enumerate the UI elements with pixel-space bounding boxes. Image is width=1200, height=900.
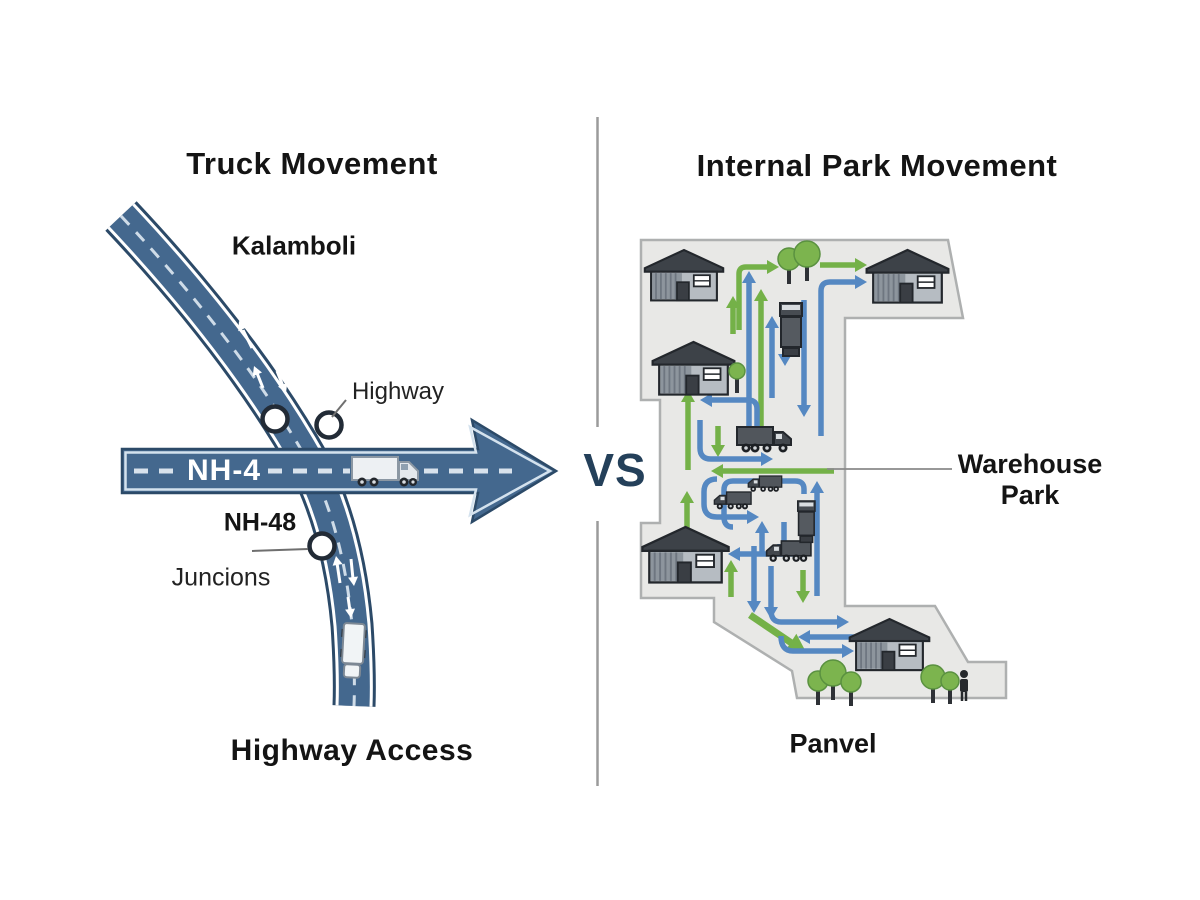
blue-flow-arrow	[701, 476, 748, 520]
park-truck-icon	[713, 491, 752, 510]
panvel-label: Panvel	[789, 728, 877, 759]
warehouse-park-label: Warehouse Park	[958, 449, 1103, 511]
vs-label: VS	[583, 444, 647, 496]
lane-flow-arrow-head	[277, 382, 288, 393]
lane-flow-arrow	[241, 329, 254, 349]
warehouse-icon	[865, 248, 950, 304]
blue-flow-arrow-head	[765, 316, 779, 328]
green-flow-arrow-head	[681, 390, 695, 402]
blue-flow-arrow	[711, 397, 760, 440]
lane-flow-arrow-head	[238, 321, 248, 332]
lane-flow-arrow-head	[332, 556, 343, 566]
green-flow-arrow-head	[855, 258, 867, 272]
blue-flow-arrow	[721, 478, 807, 530]
blue-flow-arrow-head	[747, 601, 761, 613]
lane-flow-arrow	[349, 558, 355, 580]
park-truck-icon	[736, 426, 792, 453]
warehouse-icon	[641, 525, 730, 584]
blue-flow-arrow	[697, 420, 762, 462]
tree-icon	[940, 671, 960, 704]
green-flow-arrow	[748, 612, 795, 647]
warehouse-park-label-line1: Warehouse	[957, 448, 1103, 479]
blue-flow-arrow	[818, 279, 856, 436]
blue-flow-arrow-head	[837, 615, 849, 629]
junction-marker	[307, 531, 337, 561]
green-flow-arrow-head	[767, 260, 779, 274]
junction-markers	[260, 404, 344, 561]
lane-flow-arrow-head	[348, 576, 359, 586]
junction-marker	[260, 404, 290, 434]
tree-icon	[793, 240, 821, 281]
park-truck-icon	[747, 475, 783, 492]
highway-callout-label: Highway	[351, 378, 445, 405]
green-flow-arrow-head	[711, 445, 725, 457]
junctions-pointer-line	[251, 548, 309, 552]
blue-flow-arrow-head	[810, 481, 824, 493]
junction-marker	[314, 410, 344, 440]
warehouse-park-label-line2: Park	[1000, 480, 1060, 510]
person-icon	[960, 670, 968, 701]
lane-flow-arrow	[346, 596, 352, 612]
blue-flow-arrow-head	[728, 547, 740, 561]
left-panel-title: Truck Movement	[186, 146, 438, 181]
warehouse-icon	[848, 617, 931, 672]
blue-flow-arrow-head	[700, 393, 712, 407]
blue-flow-arrow-head	[761, 452, 773, 466]
lane-flow-arrow	[255, 372, 265, 389]
blue-flow-arrow	[778, 635, 843, 654]
blue-flow-arrow	[768, 609, 838, 625]
green-flow-arrow-head	[680, 491, 694, 503]
park-truck-icon	[797, 500, 816, 544]
green-flow-arrow	[736, 264, 768, 330]
nh48-topdown-truck-icon	[340, 622, 367, 679]
blue-flow-arrow-head	[798, 630, 810, 644]
right-panel-title: Internal Park Movement	[696, 148, 1058, 183]
nh4-truck-icon	[351, 456, 419, 487]
tree-icon	[728, 362, 746, 393]
nh4-road-body	[120, 417, 559, 525]
tree-icon	[840, 671, 862, 706]
lane-flow-arrow	[335, 562, 342, 584]
blue-flow-arrow-head	[797, 405, 811, 417]
park-truck-icon	[779, 302, 803, 357]
lane-flow-arrow	[275, 370, 285, 387]
blue-flow-arrow-head	[755, 521, 769, 533]
lane-flow-arrow-head	[345, 608, 356, 618]
nh4-arrow-road	[120, 417, 559, 525]
nh4-inner-stripe	[124, 424, 553, 518]
warehouse-icon	[643, 248, 725, 302]
kalamboli-label: Kalamboli	[231, 230, 357, 261]
green-flow-arrow-head	[754, 289, 768, 301]
park-truck-icon	[765, 540, 812, 562]
nh4-road-label: NH-4	[186, 454, 262, 487]
green-flow-arrow-head	[785, 633, 806, 652]
highway-access-title: Highway Access	[230, 734, 474, 767]
blue-flow-arrow-head	[742, 271, 756, 283]
blue-flow-arrow-head	[842, 644, 854, 658]
blue-flow-arrow-head	[747, 510, 759, 524]
park-items	[641, 240, 968, 706]
junctions-callout-label: Juncions	[171, 563, 271, 592]
lane-flow-arrow-head	[252, 366, 263, 377]
highway-pointer-line	[331, 399, 347, 418]
green-flow-arrow-head	[711, 464, 723, 478]
green-flow-arrow-head	[796, 591, 810, 603]
nh48-road-label: NH-48	[223, 508, 297, 537]
green-flow-arrow-head	[724, 560, 738, 572]
blue-flow-arrow-head	[855, 275, 867, 289]
